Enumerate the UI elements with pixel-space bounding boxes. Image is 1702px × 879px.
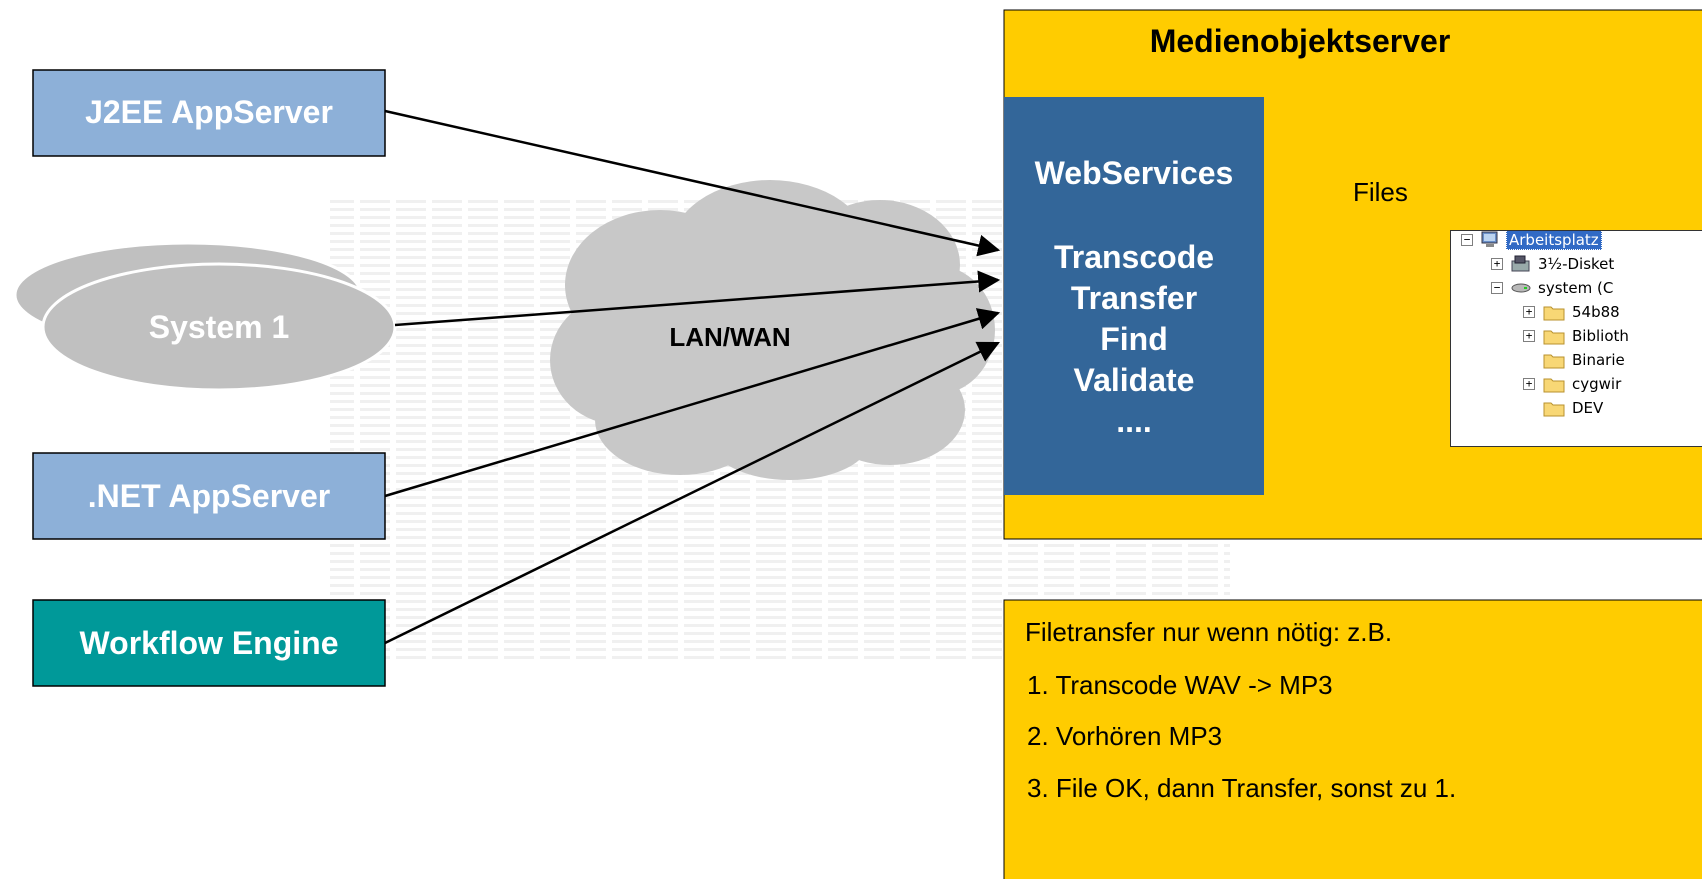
note-step: 3. File OK, dann Transfer, sonst zu 1. bbox=[1027, 773, 1456, 803]
tree-node-label: Biblioth bbox=[1572, 327, 1629, 345]
webservices-operation: Find bbox=[1100, 321, 1168, 357]
tree-node-label: cygwir bbox=[1572, 375, 1622, 393]
j2ee-appserver-label: J2EE AppServer bbox=[85, 94, 333, 130]
folder-icon bbox=[1543, 402, 1565, 417]
tree-node-system[interactable]: − system (C bbox=[1491, 276, 1615, 300]
collapse-icon[interactable]: − bbox=[1491, 282, 1503, 294]
expand-icon[interactable]: + bbox=[1523, 378, 1535, 390]
webservices-title: WebServices bbox=[1035, 155, 1234, 191]
folder-icon bbox=[1543, 330, 1565, 345]
webservices-operation: Transcode bbox=[1054, 239, 1214, 275]
note-box bbox=[1003, 599, 1702, 879]
tree-node-folder[interactable]: + 54b88 bbox=[1523, 300, 1622, 324]
workflow-engine-box bbox=[32, 599, 386, 687]
tree-node-label: 54b88 bbox=[1572, 303, 1620, 321]
arrow-dotnet-to-webservices bbox=[384, 308, 1001, 498]
system1-ellipse bbox=[41, 262, 397, 392]
file-tree[interactable]: − Arbeitsplatz + 3½-Disket − system (C +… bbox=[1450, 230, 1702, 447]
tree-node-folder[interactable]: DEV bbox=[1523, 396, 1605, 420]
media-object-server-title: Medienobjektserver bbox=[1150, 23, 1451, 59]
computer-icon bbox=[1481, 231, 1498, 247]
files-label: Files bbox=[1353, 177, 1408, 207]
tree-node-floppy[interactable]: + 3½-Disket bbox=[1491, 252, 1616, 276]
arrow-workflow-to-webservices bbox=[384, 341, 1000, 645]
system1-label: System 1 bbox=[149, 309, 290, 345]
floppy-drive-icon bbox=[1511, 255, 1530, 272]
dotnet-appserver-box bbox=[32, 452, 386, 540]
tree-node-label: system (C bbox=[1538, 279, 1614, 297]
folder-icon bbox=[1543, 378, 1565, 393]
tree-node-label: Binarie bbox=[1572, 351, 1625, 369]
webservices-operation: .... bbox=[1116, 403, 1152, 439]
webservices-operation: Validate bbox=[1074, 362, 1195, 398]
tree-node-label: DEV bbox=[1572, 399, 1604, 417]
tree-node-label: 3½-Disket bbox=[1538, 255, 1615, 273]
network-cloud bbox=[550, 180, 995, 480]
webservices-operation: Transfer bbox=[1071, 280, 1197, 316]
expand-icon[interactable]: + bbox=[1523, 306, 1535, 318]
hard-drive-icon bbox=[1511, 283, 1531, 293]
workflow-engine-label: Workflow Engine bbox=[80, 625, 339, 661]
tree-node-label: Arbeitsplatz bbox=[1506, 231, 1602, 250]
j2ee-appserver-box bbox=[32, 69, 386, 157]
expand-icon[interactable]: + bbox=[1523, 330, 1535, 342]
arrow-system1-to-webservices bbox=[394, 270, 1001, 327]
tree-node-folder[interactable]: Binarie bbox=[1523, 348, 1627, 372]
expand-icon[interactable]: + bbox=[1491, 258, 1503, 270]
network-label: LAN/WAN bbox=[669, 322, 790, 352]
tree-node-arbeitsplatz[interactable]: − Arbeitsplatz bbox=[1461, 231, 1602, 252]
tree-node-folder[interactable]: + Biblioth bbox=[1523, 324, 1631, 348]
webservices-panel bbox=[1004, 97, 1264, 495]
note-step: 2. Vorhören MP3 bbox=[1027, 721, 1222, 751]
note-heading: Filetransfer nur wenn nötig: z.B. bbox=[1025, 617, 1392, 647]
folder-icon bbox=[1543, 306, 1565, 321]
note-step: 1. Transcode WAV -> MP3 bbox=[1027, 670, 1333, 700]
arrow-j2ee-to-webservices bbox=[384, 109, 1001, 257]
dotnet-appserver-label: .NET AppServer bbox=[88, 478, 330, 514]
collapse-icon[interactable]: − bbox=[1461, 234, 1473, 246]
folder-icon bbox=[1543, 354, 1565, 369]
tree-node-folder[interactable]: + cygwir bbox=[1523, 372, 1623, 396]
